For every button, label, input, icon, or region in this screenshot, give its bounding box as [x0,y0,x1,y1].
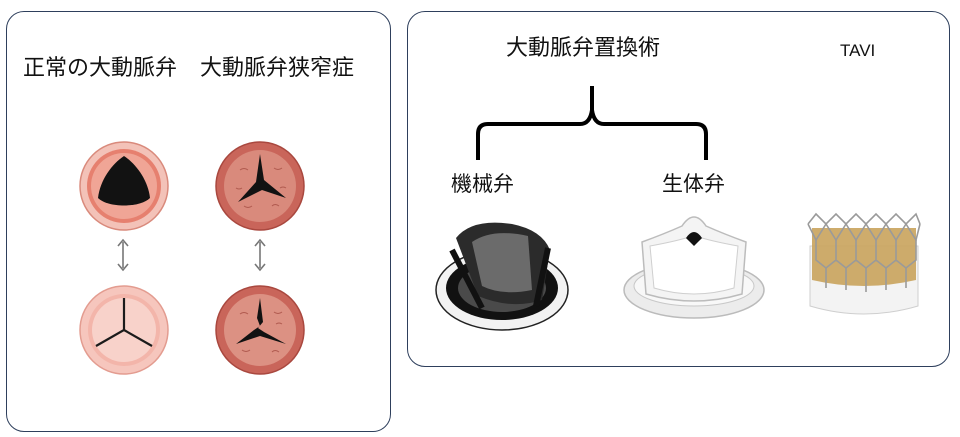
mechanical-valve-label: 機械弁 [451,172,514,196]
normal-valve-open-illustration [79,285,169,375]
bioprosthetic-valve-label: 生体弁 [662,172,725,196]
normal-valve-arrow [117,238,129,272]
tavi-valve-illustration [807,212,921,315]
left-panel [6,11,391,432]
tavi-label: TAVI [840,41,876,60]
mechanical-valve-illustration [435,222,569,331]
bioprosthetic-valve-illustration [623,216,765,319]
replacement-title: 大動脈弁置換術 [506,36,661,61]
normal-valve-title: 正常の大動脈弁 [23,56,178,81]
normal-valve-closed-illustration [79,141,169,231]
grouping-brace [476,86,708,160]
stenosis-valve-open-illustration [215,285,305,375]
stenosis-valve-arrow [254,238,266,272]
stenosis-valve-closed-illustration [215,141,305,231]
stenosis-title: 大動脈弁狭窄症 [200,56,355,81]
